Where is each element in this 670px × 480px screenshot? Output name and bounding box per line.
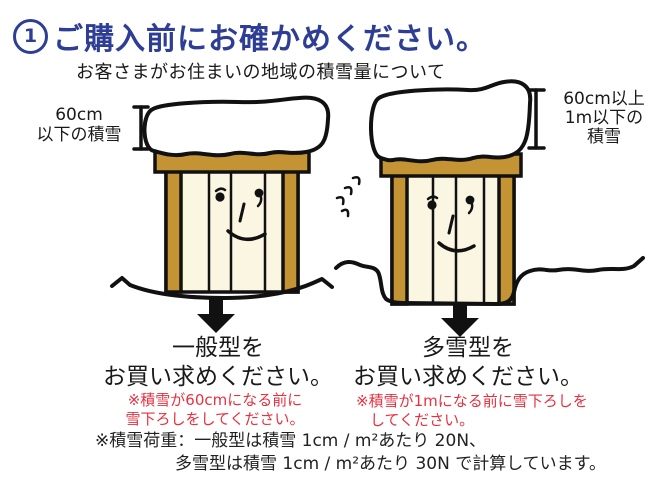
shiver-marks-icon bbox=[335, 176, 361, 218]
right-snow-depth-label: 60cm以上 1m以下の 積雪 bbox=[543, 90, 665, 147]
right-warning: ※積雪が1mになる前に雪下ろしを してください。 bbox=[356, 392, 616, 430]
title-number-circle: 1 bbox=[13, 18, 48, 54]
left-shed-eye-tail bbox=[256, 195, 263, 208]
right-warning-line1: ※積雪が1mになる前に雪下ろしを bbox=[356, 392, 588, 410]
left-snow-cap bbox=[142, 95, 331, 158]
page-title: 1 ご購入前にお確かめください。 bbox=[13, 14, 487, 58]
right-shed-eye-tail bbox=[426, 195, 439, 201]
left-shed-eye bbox=[254, 188, 264, 198]
left-shed-mouth bbox=[226, 229, 267, 241]
right-recommendation-line2: お買い求めください。 bbox=[353, 364, 583, 390]
right-shed-illustration bbox=[334, 79, 645, 337]
left-snow-depth-line1: 60cm bbox=[55, 105, 103, 125]
right-measure-bracket bbox=[527, 88, 546, 150]
right-warning-line2: してください。 bbox=[370, 411, 475, 429]
left-snow-depth-line2: 以下の積雪 bbox=[36, 125, 122, 145]
right-shed-body bbox=[390, 173, 516, 306]
right-ground-line bbox=[334, 256, 645, 306]
right-snow-cap bbox=[369, 79, 533, 164]
down-arrow-icon bbox=[197, 299, 235, 333]
right-shed-nose bbox=[447, 214, 455, 235]
snow-load-footnote: ※積雪荷重：一般型は積雪 1cm / m²あたり 20N、 多雪型は積雪 1cm… bbox=[95, 430, 606, 476]
left-shed-pillar bbox=[164, 168, 183, 294]
right-recommendation-line1: 多雪型を bbox=[422, 335, 514, 361]
left-ground-line bbox=[110, 276, 334, 300]
right-snow-depth-line3: 積雪 bbox=[587, 127, 621, 147]
left-warning: ※積雪が60cmになる前に 雪下ろしをしてください。 bbox=[95, 391, 335, 429]
snow-load-footnote-line1: ※積雪荷重：一般型は積雪 1cm / m²あたり 20N、 bbox=[95, 431, 487, 451]
right-snow-depth-line2: 1m以下の bbox=[564, 108, 644, 128]
right-snow-depth-line1: 60cm以上 bbox=[563, 89, 645, 109]
left-snow-depth-label: 60cm 以下の積雪 bbox=[25, 105, 133, 145]
left-shed-eye bbox=[215, 192, 225, 202]
left-measure-bracket bbox=[132, 105, 150, 151]
left-recommendation-line2: お買い求めください。 bbox=[103, 364, 333, 390]
left-shed-pillar bbox=[281, 168, 300, 294]
left-recommendation-line1: 一般型を bbox=[172, 335, 264, 361]
right-shed-eye-tail bbox=[467, 202, 474, 215]
left-shed-illustration bbox=[110, 95, 334, 333]
down-arrow-icon bbox=[441, 303, 479, 337]
right-shed-mouth bbox=[437, 241, 476, 253]
title-text: ご購入前にお確かめください。 bbox=[53, 22, 487, 57]
snow-load-footnote-line2: 多雪型は積雪 1cm / m²あたり 30N で計算しています。 bbox=[175, 454, 606, 474]
left-shed-nose bbox=[238, 202, 246, 223]
left-recommendation: 一般型を お買い求めください。 bbox=[98, 334, 338, 392]
right-shed-pillar bbox=[497, 173, 516, 306]
right-shed-eye bbox=[427, 200, 437, 210]
left-shed-eye-tail bbox=[214, 187, 227, 193]
left-warning-line1: ※積雪が60cmになる前に bbox=[127, 391, 303, 409]
right-shed-eye bbox=[465, 195, 475, 205]
subtitle: お客さまがお住まいの地域の積雪量について bbox=[76, 62, 446, 83]
right-shed-pillar bbox=[390, 173, 409, 306]
left-warning-line2: 雪下ろしをしてください。 bbox=[125, 410, 305, 428]
right-recommendation: 多雪型を お買い求めください。 bbox=[348, 334, 588, 392]
